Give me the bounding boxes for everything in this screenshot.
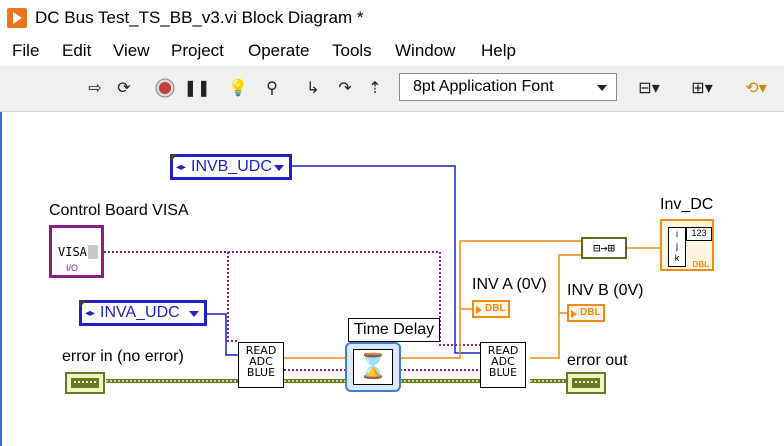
step-into-icon[interactable]: ↳ — [306, 80, 320, 97]
chevron-down-icon — [597, 85, 607, 91]
distribute-objects-icon[interactable]: ⊞▾ — [691, 80, 713, 97]
chevron-down-icon — [189, 311, 199, 317]
wire-dbl-a2 — [400, 240, 581, 359]
hourglass-icon: ⌛ — [353, 349, 393, 385]
cluster-numeric: 123 — [686, 227, 712, 241]
subvi-line-3: BLUE — [246, 366, 276, 379]
title-bar: DC Bus Test_TS_BB_v3.vi Block Diagram * — [0, 0, 784, 38]
inv-b-label: INV B (0V) — [567, 282, 644, 299]
retain-wire-values-icon[interactable]: ⚲ — [266, 80, 278, 97]
inva-udc-value: INVA_UDC — [100, 304, 180, 321]
step-out-icon: ⇡ — [368, 80, 382, 97]
inva-udc-constant[interactable]: ◂▸ INVA_UDC — [79, 300, 207, 326]
indicator-arrow-icon — [476, 306, 482, 314]
inv-b-indicator[interactable]: DBL — [567, 304, 605, 322]
visa-io-label: I/O — [66, 263, 79, 273]
subvi-line-2: ADC — [249, 355, 273, 368]
window-title: DC Bus Test_TS_BB_v3.vi Block Diagram * — [35, 8, 364, 27]
control-board-visa-label: Control Board VISA — [49, 202, 189, 219]
subvi-line-1: READ — [245, 344, 277, 357]
wire-visa — [104, 251, 238, 342]
corner-marker — [170, 154, 178, 162]
menu-tools[interactable]: Tools — [332, 41, 372, 60]
subvi-line-3: BLUE — [488, 366, 518, 379]
inv-a-dbl: DBL — [485, 303, 506, 314]
increment-arrows-icon: ◂▸ — [176, 162, 187, 173]
inv-b-dbl: DBL — [580, 307, 601, 318]
align-objects-icon[interactable]: ⊟▾ — [638, 80, 660, 97]
read-adc-blue-subvi-2[interactable]: READ ADC BLUE — [480, 342, 526, 388]
error-out-terminal[interactable] — [566, 372, 606, 394]
corner-marker — [79, 300, 87, 308]
menu-edit[interactable]: Edit — [62, 41, 92, 60]
subvi-line-1: READ — [487, 344, 519, 357]
visa-dropdown-icon — [88, 245, 98, 259]
time-delay-express-vi[interactable]: ⌛ — [345, 342, 401, 392]
menu-file[interactable]: File — [12, 41, 40, 60]
reorder-icon[interactable]: ⟲▾ — [745, 80, 767, 97]
control-board-visa-terminal[interactable]: VISA I/O — [49, 225, 104, 278]
increment-arrows-icon: ◂▸ — [85, 308, 96, 319]
labview-app-icon — [7, 8, 27, 28]
menu-bar: File Edit View Project Operate Tools Win… — [0, 38, 784, 66]
inv-dc-label: Inv_DC — [660, 196, 714, 213]
menu-view[interactable]: View — [113, 41, 150, 60]
error-out-label: error out — [567, 352, 628, 369]
bundle-node[interactable]: ⊟→⊞ — [581, 237, 627, 259]
inv-dc-dbl: DBL — [692, 260, 709, 269]
pause-icon[interactable]: ❚❚ — [183, 80, 211, 97]
menu-window[interactable]: Window — [395, 41, 456, 60]
invb-udc-constant[interactable]: ◂▸ INVB_UDC — [170, 154, 292, 180]
invb-udc-value: INVB_UDC — [191, 158, 272, 175]
inv-a-label: INV A (0V) — [472, 276, 547, 293]
abort-icon[interactable] — [154, 77, 176, 99]
error-in-terminal[interactable] — [65, 372, 105, 394]
visa-text: VISA — [58, 245, 87, 259]
inv-a-indicator[interactable]: DBL — [472, 300, 510, 318]
highlight-execution-icon[interactable]: 💡 — [228, 80, 248, 97]
step-over-icon[interactable]: ↷ — [338, 80, 352, 97]
run-arrow-icon[interactable]: ⇨ — [88, 80, 102, 97]
read-adc-blue-subvi-1[interactable]: READ ADC BLUE — [238, 342, 284, 388]
chevron-down-icon — [274, 165, 284, 171]
wire-inva — [206, 313, 238, 356]
font-select[interactable]: 8pt Application Font — [399, 73, 617, 101]
wire-invb — [290, 165, 480, 354]
error-in-label: error in (no error) — [62, 348, 184, 365]
toolbar: ⇨ ⟳ ❚❚ 💡 ⚲ ↳ ↷ ⇡ ⊟▾ ⊞▾ ⟲▾ — [0, 66, 784, 112]
menu-operate[interactable]: Operate — [248, 41, 310, 60]
indicator-arrow-icon — [571, 310, 577, 318]
time-delay-label: Time Delay — [348, 318, 440, 342]
wire-dbl-b — [530, 254, 581, 359]
run-continuously-icon[interactable]: ⟳ — [117, 80, 131, 97]
menu-help[interactable]: Help — [481, 41, 516, 60]
menu-project[interactable]: Project — [171, 41, 224, 60]
subvi-line-2: ADC — [491, 355, 515, 368]
font-select-value: 8pt Application Font — [413, 78, 554, 95]
